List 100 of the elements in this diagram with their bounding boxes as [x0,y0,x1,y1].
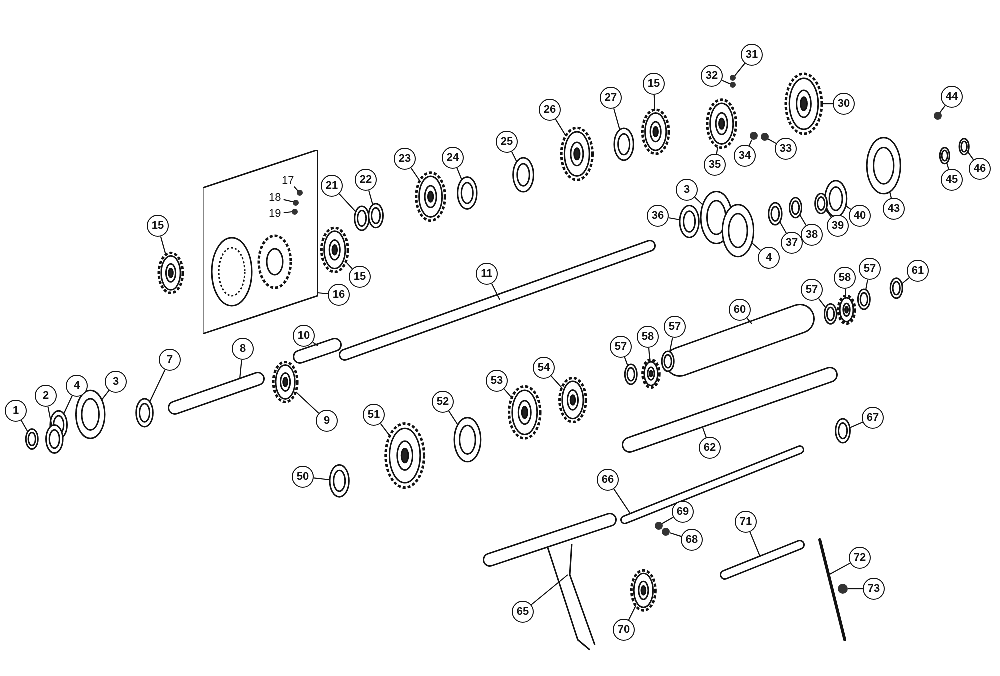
ring [75,390,106,440]
callout-number: 34 [734,145,756,167]
callout-number: 61 [907,260,929,282]
callout-number: 51 [363,404,385,426]
leader-line [64,396,73,414]
leader-line [21,420,28,432]
callout-number: 52 [432,391,454,413]
leader-line [746,318,752,324]
leader-line [662,517,674,524]
pin [730,75,736,82]
ring [814,193,828,214]
callout-number: 26 [539,99,561,121]
leader-line [555,119,566,136]
callout-number: 25 [496,131,518,153]
leader-line [239,360,242,380]
shaft [622,367,838,453]
ring [939,147,950,165]
callout-number: 54 [533,357,555,379]
pin [654,522,663,530]
leader-line [628,606,636,620]
ring [768,202,783,226]
callout-number: 71 [735,511,757,533]
callout-number: 1 [5,400,27,422]
leader-line [150,370,166,402]
callout-number: 45 [941,169,963,191]
callout-number: 27 [600,87,622,109]
leader-line [800,214,807,226]
callout-number: 4 [66,375,88,397]
callout-number: 40 [849,205,871,227]
leader-line [613,108,621,130]
callout-number: 35 [704,154,726,176]
pin [292,200,299,206]
leader-line [551,376,562,388]
selector-fork [483,513,617,651]
ring [457,176,478,210]
leader-line [968,152,974,160]
callout-number: 32 [701,65,723,87]
callout-number: 4 [758,247,780,269]
callout-number: 60 [729,299,751,321]
callout-number: 37 [781,232,803,254]
ring [958,138,970,156]
callout-number: 58 [637,326,659,348]
callout-number: 15 [147,215,169,237]
leader-line [822,103,833,105]
callout-number: 8 [232,338,254,360]
pin [292,208,298,215]
ring [661,350,675,372]
pin [730,82,736,88]
ring [890,278,904,300]
leader-line [946,162,950,170]
leader-line [284,211,292,214]
callout-number: 68 [681,529,703,551]
callout-number: 7 [159,349,181,371]
ring [835,418,851,444]
shaft [293,338,342,364]
leader-line [850,422,864,428]
callout-number: 38 [801,224,823,246]
leader-line [614,488,630,514]
callout-number: 39 [827,215,849,237]
callout-number: 3 [676,179,698,201]
leader-line [889,192,892,198]
shaft [168,372,265,415]
leader-line [902,277,910,284]
callout-number: 53 [486,370,508,392]
ring [354,206,370,232]
gear [384,422,426,490]
callout-number: 57 [664,316,686,338]
callout-number: 70 [613,619,635,641]
gear [642,358,661,390]
callout-number: 44 [941,86,963,108]
ring [329,464,350,498]
callout-number: 62 [699,437,721,459]
callout-number: 58 [834,267,856,289]
gear [784,72,824,136]
leader-line [940,105,946,114]
callout-number: 31 [741,44,763,66]
callout-number: 73 [863,578,885,600]
callout-number: 30 [833,93,855,115]
callout-number: 23 [394,148,416,170]
leader-line [368,190,374,206]
gear [508,385,542,440]
callout-number: 57 [859,258,881,280]
leader-line [722,80,730,84]
pin [760,133,768,142]
gear [706,98,738,150]
gear [560,126,594,182]
callout-number: 24 [442,147,464,169]
callout-number: 9 [316,410,338,432]
callout-number: 21 [321,175,343,197]
callout-number: 67 [862,407,884,429]
gear [837,294,856,326]
ring [512,157,534,193]
leader-line [768,138,777,144]
leader-line [294,186,298,192]
gear [641,108,670,156]
leader-line [702,428,707,438]
callout-number: 36 [647,205,669,227]
leader-line [748,140,752,146]
shaft [818,538,846,642]
leader-line [160,236,167,256]
